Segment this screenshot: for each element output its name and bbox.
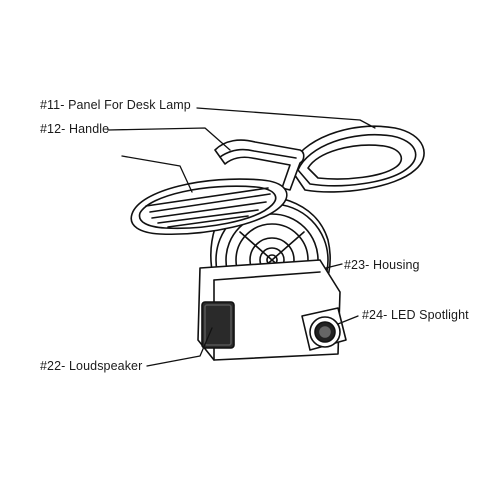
left-lamp-panel [130,178,288,236]
label-loudspeaker: #22- Loudspeaker [40,359,143,373]
leader-loudspeaker [146,327,213,367]
leader-panel [196,107,376,129]
label-panel-for-desk-lamp: #11- Panel For Desk Lamp [40,98,191,112]
leader-housing [325,263,343,269]
leader-left-panel [121,155,193,193]
label-handle: #12- Handle [40,122,110,136]
loudspeaker-grille [201,301,235,349]
label-housing: #23- Housing [344,258,420,272]
right-lamp-panel [289,125,425,193]
led-spotlight-part [301,307,347,351]
leader-lines [107,107,376,367]
leader-spotlight [337,315,359,325]
handle-part [214,139,305,191]
label-led-spotlight: #24- LED Spotlight [362,308,469,322]
leader-handle [107,127,231,151]
